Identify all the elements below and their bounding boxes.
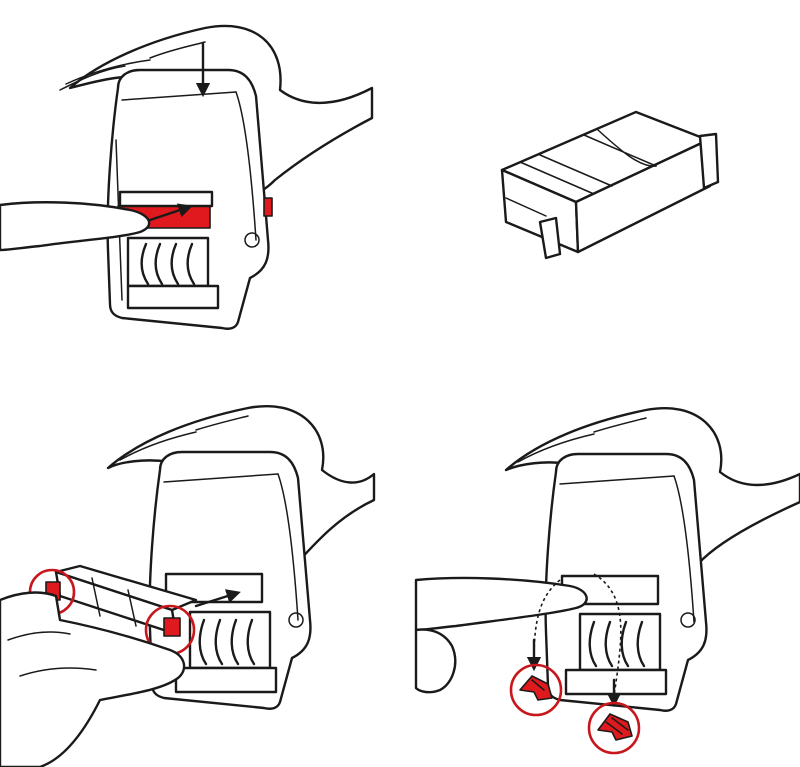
panel-step-1 (0, 24, 374, 330)
pull-arrow-1 (148, 203, 193, 222)
panel-step-2 (500, 110, 720, 260)
stamp-button-1 (244, 232, 260, 248)
removed-tab-right (587, 701, 641, 755)
date-bands-3 (174, 610, 278, 694)
ink-pad-cartridge (500, 110, 720, 260)
finger-lower-4 (414, 628, 457, 694)
date-bands-1 (126, 236, 220, 310)
panel-step-3 (0, 405, 376, 767)
side-tab-red (263, 197, 273, 217)
red-tab-right (163, 617, 181, 637)
insert-arrow-3 (194, 589, 241, 608)
dashed-arc-left (533, 579, 561, 661)
finger-4 (414, 576, 588, 632)
stamp-button-4 (680, 612, 696, 628)
dashed-arc-right (593, 573, 622, 697)
hand-bottom-3 (0, 591, 186, 767)
stamp-button-3 (288, 612, 304, 628)
panel-step-4 (414, 407, 800, 755)
date-bands-4 (564, 612, 668, 696)
removed-tab-left (509, 663, 563, 717)
finger-1 (0, 201, 151, 252)
